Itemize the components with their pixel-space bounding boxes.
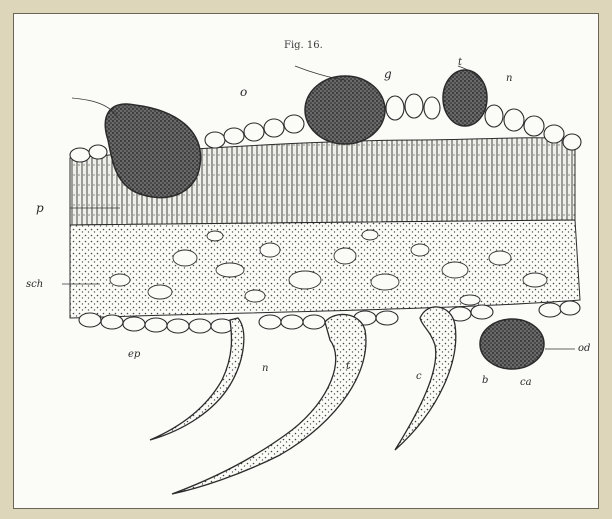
- label-t-bottom: t: [346, 362, 350, 372]
- label-t-top: t: [458, 58, 462, 68]
- label-sch: sch: [26, 280, 43, 290]
- spongy-mesophyll: [70, 220, 580, 318]
- label-ep: ep: [128, 350, 140, 360]
- lower-hairs: [150, 307, 456, 494]
- label-g: g: [384, 68, 392, 80]
- label-ca: ca: [520, 378, 532, 388]
- label-n-bottom: n: [262, 364, 268, 374]
- label-b: b: [482, 376, 488, 386]
- label-p: p: [36, 202, 44, 214]
- lower-gland: [480, 319, 544, 369]
- label-o: o: [240, 86, 247, 98]
- label-c: c: [416, 372, 422, 382]
- label-n-top: n: [506, 74, 512, 84]
- figure-title: Fig. 16.: [284, 41, 323, 51]
- label-od: od: [578, 344, 590, 354]
